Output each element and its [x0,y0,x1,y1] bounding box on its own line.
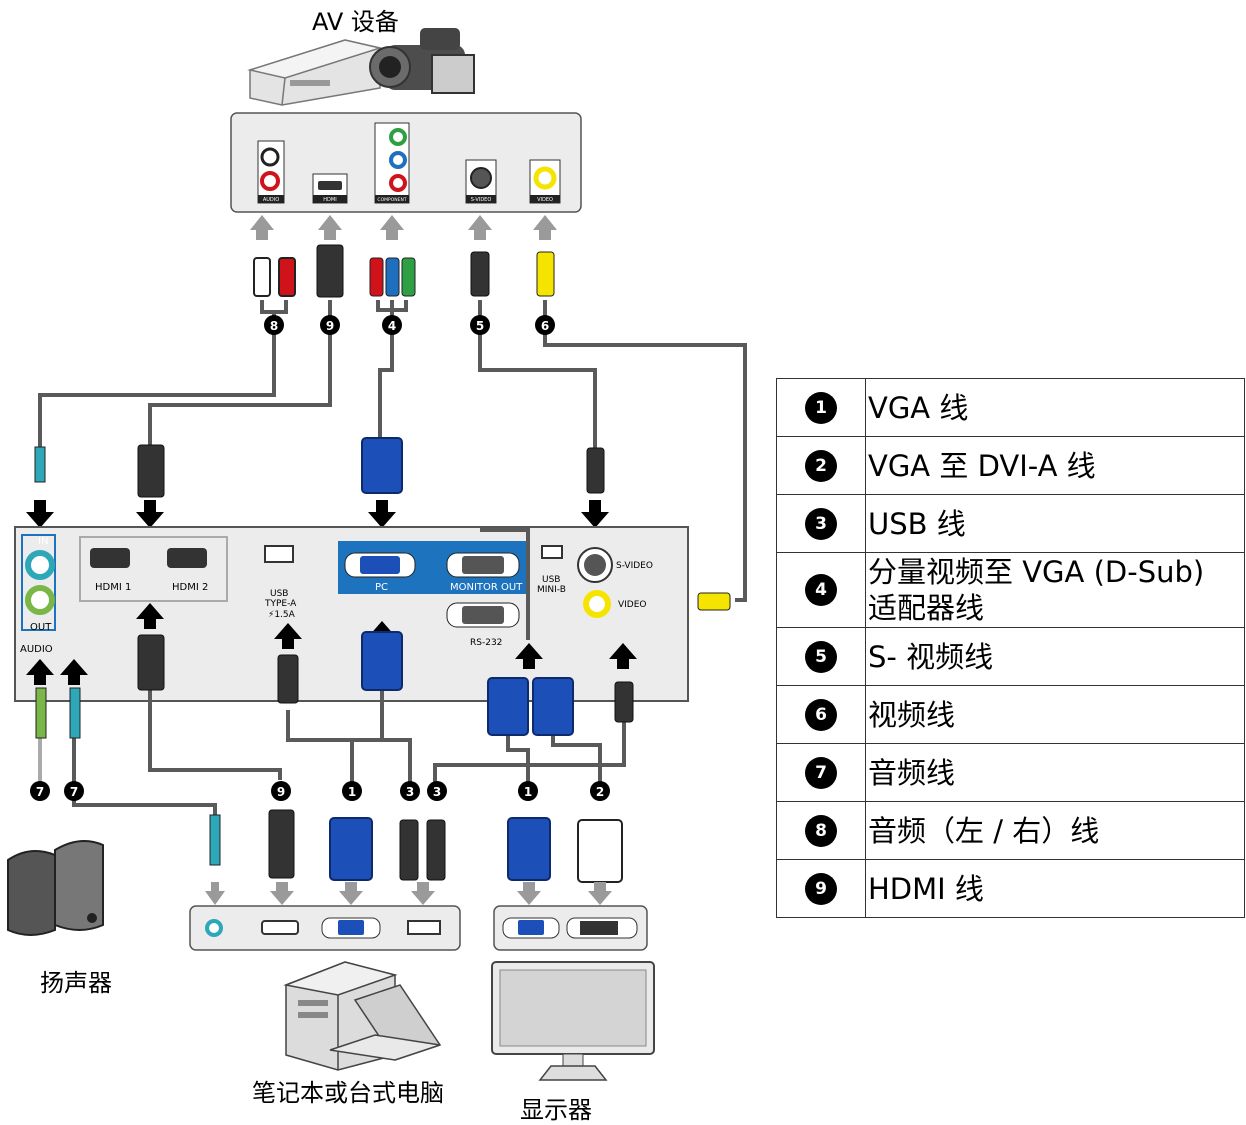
legend-label: 音频线 [866,744,1245,802]
projector-label-pc: PC [375,582,388,593]
camcorder-icon [370,28,474,93]
legend-number-badge: 8 [805,815,837,847]
speakers-caption: 扬声器 [40,963,112,998]
cable-marker: 3 [406,785,414,799]
computer-illustration [286,962,440,1070]
cable-marker: 7 [70,785,78,799]
legend-label: USB 线 [866,495,1245,553]
projector-label-usb-a-sub: TYPE-A [264,599,297,609]
cable-legend-table: 1 VGA 线 2 VGA 至 DVI-A 线 3 USB 线 4 分量视频至 VGA … [776,378,1245,918]
projector-label-rs232: RS-232 [470,638,502,648]
cable-marker: 9 [326,319,334,333]
av-device-caption: AV 设备 [312,2,399,37]
device-connectors [210,810,622,882]
projector-label-usb-mini-sub: MINI-B [537,585,566,595]
projector-label-audio: AUDIO [20,644,53,655]
legend-row: 2 VGA 至 DVI-A 线 [777,437,1245,495]
legend-label: 音频（左 / 右）线 [866,802,1245,860]
projector-label-usb-power: ⚡1.5A [268,610,296,620]
computer-port-panel [190,906,460,950]
legend-label-line2: 适配器线 [868,590,1244,626]
legend-label: VGA 线 [866,379,1245,437]
legend-number-badge: 4 [805,574,837,606]
cable-marker: 9 [277,785,285,799]
projector-label-audio-in: IN [38,536,48,547]
projector-panel: IN OUT AUDIO HDMI 1 HDMI 2 USB TYPE-A ⚡1… [15,527,688,701]
cable-markers-bottom: 7 7 9 1 3 3 1 2 [30,781,610,801]
legend-number-badge: 1 [805,392,837,424]
legend-row: 8 音频（左 / 右）线 [777,802,1245,860]
legend-label: 视频线 [866,686,1245,744]
av-port-panel: AUDIO HDMI COMPONENT S-VIDEO VIDEO [231,113,581,212]
projector-label-monitor-out: MONITOR OUT [450,582,523,593]
cable-marker: 3 [433,785,441,799]
legend-number-badge: 9 [805,873,837,905]
legend-number-badge: 6 [805,699,837,731]
legend-label: VGA 至 DVI-A 线 [866,437,1245,495]
av-arrows [250,215,557,240]
cable-markers-top: 8 9 4 5 6 [264,315,555,335]
monitor-caption: 显示器 [520,1090,592,1125]
legend-row: 4 分量视频至 VGA (D-Sub)适配器线 [777,553,1245,628]
projector-label-video: VIDEO [618,600,647,610]
av-port-label-audio: AUDIO [263,197,279,203]
cable-marker: 1 [348,785,356,799]
legend-row: 6 视频线 [777,686,1245,744]
legend-row: 5 S- 视频线 [777,628,1245,686]
device-arrows [205,882,612,905]
av-port-label-component: COMPONENT [377,197,406,203]
av-connectors [254,245,554,297]
legend-label-line1: 分量视频至 VGA (D-Sub) [868,554,1244,590]
av-port-label-svideo: S-VIDEO [471,197,492,203]
projector-label-audio-out: OUT [30,622,52,633]
cable-marker: 1 [524,785,532,799]
legend-number-badge: 5 [805,641,837,673]
cable-marker: 6 [541,319,549,333]
legend-number-badge: 2 [805,450,837,482]
legend-row: 7 音频线 [777,744,1245,802]
cable-marker: 4 [388,319,396,333]
projector-label-svideo: S-VIDEO [616,561,653,571]
av-port-label-video: VIDEO [537,197,553,203]
cable-marker: 5 [476,319,484,333]
cable-marker: 7 [36,785,44,799]
av-device-illustration [250,28,474,105]
av-port-label-hdmi: HDMI [323,197,336,203]
legend-row: 3 USB 线 [777,495,1245,553]
legend-number-badge: 3 [805,508,837,540]
monitor-illustration [492,962,654,1080]
projector-label-hdmi1: HDMI 1 [95,582,131,593]
cable-marker: 8 [270,319,278,333]
legend-label: 分量视频至 VGA (D-Sub)适配器线 [866,553,1245,628]
projector-label-hdmi2: HDMI 2 [172,582,208,593]
projector-label-usb-a: USB [270,589,288,599]
legend-label: S- 视频线 [866,628,1245,686]
legend-row: 1 VGA 线 [777,379,1245,437]
computer-caption: 笔记本或台式电脑 [252,1073,444,1108]
legend-label: HDMI 线 [866,860,1245,918]
speakers-illustration [8,841,103,935]
projector-label-usb-mini: USB [542,575,560,585]
monitor-port-panel [494,906,647,950]
legend-row: 9 HDMI 线 [777,860,1245,918]
cable-marker: 2 [596,785,604,799]
legend-number-badge: 7 [805,757,837,789]
